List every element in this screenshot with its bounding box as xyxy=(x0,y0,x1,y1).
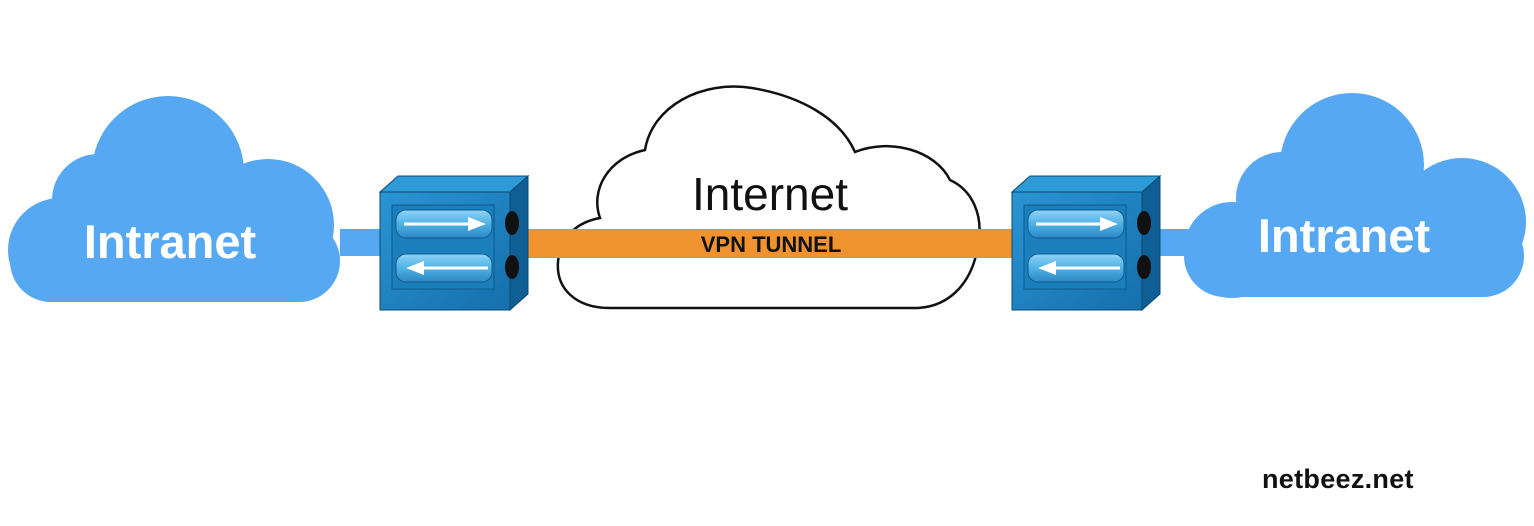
left-intranet-cloud xyxy=(8,96,340,302)
left-arrow-icon xyxy=(1038,261,1120,275)
right-vpn-device xyxy=(1010,174,1162,312)
port-icon xyxy=(505,211,519,235)
site-credit: netbeez.net xyxy=(1262,464,1414,494)
left-intranet-label: Intranet xyxy=(84,215,257,268)
port-icon xyxy=(1137,211,1151,235)
vpn-tunnel-bar xyxy=(522,229,1016,258)
port-icon xyxy=(1137,255,1151,279)
right-intranet-cloud xyxy=(1184,93,1526,298)
right-arrow-icon xyxy=(404,217,486,231)
port-icon xyxy=(505,255,519,279)
right-intranet-label: Intranet xyxy=(1258,209,1431,262)
left-vpn-device xyxy=(378,174,530,312)
vpn-tunnel-label: VPN TUNNEL xyxy=(701,232,842,257)
internet-label: Internet xyxy=(692,168,848,220)
right-arrow-icon xyxy=(1036,217,1118,231)
left-arrow-icon xyxy=(406,261,488,275)
